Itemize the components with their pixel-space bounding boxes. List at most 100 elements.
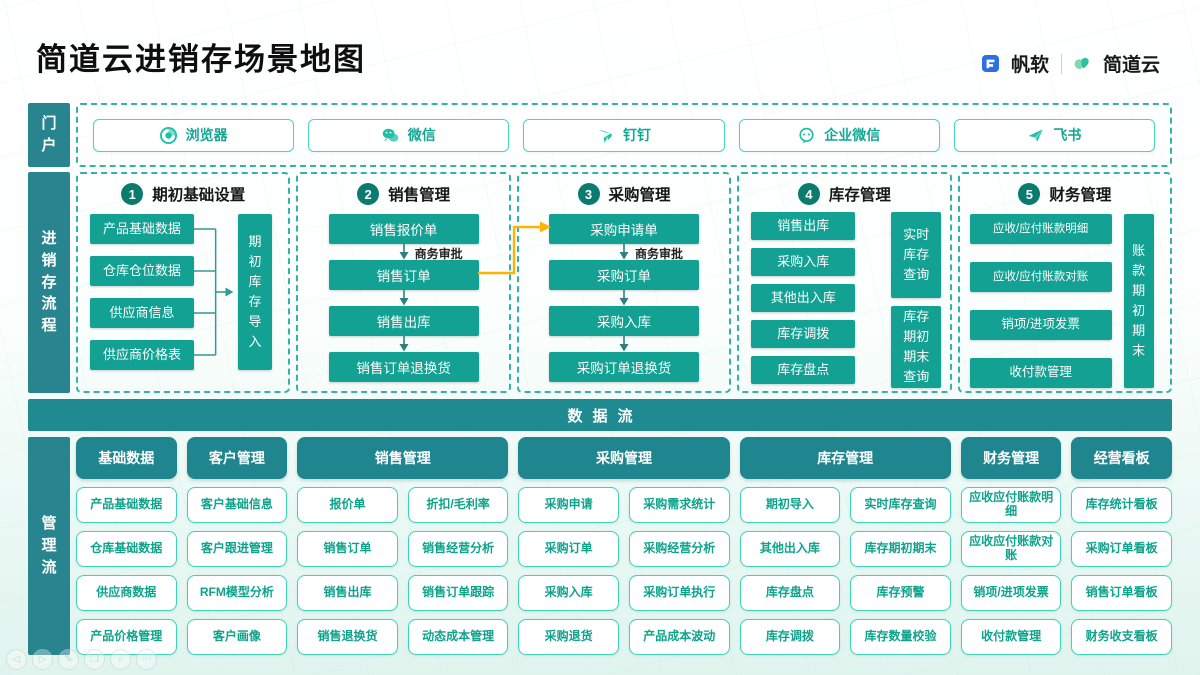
mgmt-card[interactable]: 客户跟进管理: [186, 531, 288, 567]
portal-dingtalk-button[interactable]: 钉钉: [523, 118, 725, 152]
mgmt-header-sales: 销售管理: [297, 437, 509, 479]
flow-node: 仓库仓位数据: [90, 256, 194, 286]
arrow-gap: 商务审批: [519, 244, 729, 261]
purchase-chain: 采购申请单 商务审批 采购订单 采购入库: [519, 214, 729, 382]
mgmt-card[interactable]: 库存数量校验: [850, 619, 951, 655]
flow-col-inventory: 4 库存管理 销售出库 采购入库 其他出入库 库存调拨 库存盘点 实时库存查询 …: [737, 172, 952, 393]
mgmt-card[interactable]: 采购入库: [518, 575, 619, 611]
approval-label: 商务审批: [635, 247, 684, 261]
flow-col-purchase: 3 采购管理 采购申请单 商务审批 采购订单: [516, 172, 732, 393]
mgmt-card[interactable]: 财务收支看板: [1071, 619, 1172, 655]
flow-node: 销售出库: [751, 212, 856, 240]
mgmt-card[interactable]: 销售经营分析: [407, 531, 509, 567]
more-icon[interactable]: ⋯: [136, 649, 157, 670]
mgmt-card[interactable]: 采购订单看板: [1071, 531, 1172, 567]
mgmt-card[interactable]: 库存统计看板: [1071, 487, 1172, 523]
mgmt-card[interactable]: 销售出库: [297, 575, 398, 611]
flow-node: 应收/应付账款明细: [969, 214, 1112, 244]
flow-node: 采购订单: [549, 260, 700, 290]
mgmt-card[interactable]: 销项/进项发票: [960, 575, 1062, 611]
portal-wechat-button[interactable]: 微信: [308, 118, 510, 152]
mgmt-card[interactable]: 供应商数据: [76, 575, 177, 611]
mgmt-card[interactable]: 销售退换货: [297, 619, 398, 655]
mgmt-card[interactable]: 客户基础信息: [186, 487, 288, 523]
flow-node: 收付款管理: [969, 358, 1112, 388]
arrow-down-icon: [619, 244, 629, 260]
arrow-down-icon: [619, 336, 629, 352]
mgmt-card[interactable]: 动态成本管理: [407, 619, 509, 655]
flow-node: 库存盘点: [751, 356, 856, 384]
arrow-down-icon: [619, 290, 629, 306]
flow-node-vertical: 期初库存导入: [238, 214, 272, 370]
mgmt-card[interactable]: 采购订单: [518, 531, 619, 567]
management-side-label: 管理流: [28, 437, 70, 655]
mgmt-card[interactable]: 销售订单: [297, 531, 398, 567]
flow-col5-title: 财务管理: [1049, 187, 1112, 204]
portal-browser-button[interactable]: 浏览器: [93, 118, 295, 152]
mgmt-card[interactable]: RFM模型分析: [186, 575, 288, 611]
arrow-gap: 商务审批: [298, 244, 508, 261]
portal-wechat-label: 微信: [407, 127, 436, 143]
feishu-icon: [1028, 128, 1043, 142]
portal-feishu-button[interactable]: 飞书: [953, 118, 1156, 152]
flow-node: 采购申请单: [549, 214, 700, 244]
mgmt-card[interactable]: 销售订单看板: [1071, 575, 1172, 611]
mgmt-card[interactable]: 采购订单执行: [628, 575, 730, 611]
arrow-gap: [298, 336, 508, 352]
mgmt-card[interactable]: 库存调拨: [739, 619, 841, 655]
flow-node: 采购入库: [549, 306, 700, 336]
management-grid: 基础数据 客户管理 销售管理 采购管理 库存管理 财务管理 经营看板 产品基础数…: [76, 437, 1172, 655]
portal-side-label-text: 门户: [41, 115, 57, 154]
management-section: 管理流 基础数据 客户管理 销售管理 采购管理 库存管理 财务管理 经营看板 产…: [28, 437, 1172, 655]
mgmt-card[interactable]: 客户画像: [186, 619, 288, 655]
flow-node: 库存调拨: [751, 320, 856, 348]
flow-col-finance: 5 财务管理 应收/应付账款明细 应收/应付账款对账 销项/进项发票 收付款管理…: [957, 172, 1173, 393]
mgmt-card[interactable]: 应收应付账款明细: [960, 487, 1062, 523]
mgmt-card[interactable]: 实时库存查询: [850, 487, 951, 523]
mgmt-card[interactable]: 仓库基础数据: [76, 531, 177, 567]
mgmt-card[interactable]: 收付款管理: [960, 619, 1062, 655]
mgmt-card[interactable]: 应收应付账款对账: [960, 531, 1062, 567]
arrow-gap: [519, 290, 729, 306]
flow-node-vertical: 库存期初期末查询: [891, 306, 942, 388]
mgmt-card[interactable]: 期初导入: [739, 487, 841, 523]
flow-node: 销售出库: [328, 306, 479, 336]
zoom-icon[interactable]: ⌕: [110, 649, 131, 670]
arrow-down-icon: [399, 290, 409, 306]
pencil-icon[interactable]: ✎: [58, 649, 79, 670]
portal-container: 浏览器 微信 钉钉 企业微信: [76, 103, 1172, 167]
mgmt-card[interactable]: 销售订单跟踪: [407, 575, 509, 611]
portal-section: 门户 浏览器 微信 钉钉: [28, 103, 1172, 167]
mgmt-card[interactable]: 采购退货: [518, 619, 619, 655]
step-number-2: 2: [357, 183, 380, 205]
mgmt-card[interactable]: 采购经营分析: [628, 531, 730, 567]
mgmt-card[interactable]: 库存期初期末: [850, 531, 951, 567]
management-side-label-text: 管理流: [41, 515, 57, 576]
mgmt-header-finance: 财务管理: [960, 437, 1062, 479]
mgmt-card[interactable]: 报价单: [297, 487, 398, 523]
next-icon[interactable]: ▷: [32, 649, 53, 670]
slides-icon[interactable]: ❐: [84, 649, 105, 670]
flow-col2-title: 销售管理: [388, 187, 451, 204]
prev-icon[interactable]: ◁: [6, 649, 27, 670]
mgmt-card[interactable]: 库存盘点: [739, 575, 841, 611]
portal-wecom-label: 企业微信: [824, 127, 881, 143]
mgmt-card[interactable]: 采购需求统计: [628, 487, 730, 523]
mgmt-card[interactable]: 折扣/毛利率: [407, 487, 509, 523]
portal-wecom-button[interactable]: 企业微信: [738, 118, 940, 152]
mgmt-card[interactable]: 采购申请: [518, 487, 619, 523]
fanruan-brand-text: 帆软: [1010, 55, 1049, 76]
flow-col3-header: 3 采购管理: [519, 183, 729, 205]
mgmt-card[interactable]: 产品成本波动: [628, 619, 730, 655]
flow-col2-header: 2 销售管理: [298, 183, 508, 205]
flow-node: 采购入库: [751, 248, 856, 276]
portal-dingtalk-label: 钉钉: [623, 127, 651, 143]
mgmt-card[interactable]: 产品基础数据: [76, 487, 177, 523]
mgmt-card[interactable]: 其他出入库: [739, 531, 841, 567]
brand-logos: 帆软 简道云: [981, 50, 1160, 77]
mgmt-card[interactable]: 库存预警: [850, 575, 951, 611]
flow-node: 采购订单退换货: [549, 352, 700, 382]
flow-section: 进销存流程 1 期初基础设置 产品基础数据 仓库仓位数据 供应商信息 供应商价格…: [28, 172, 1173, 393]
wechat-icon: [382, 128, 399, 142]
arrow-down-icon: [399, 336, 409, 352]
